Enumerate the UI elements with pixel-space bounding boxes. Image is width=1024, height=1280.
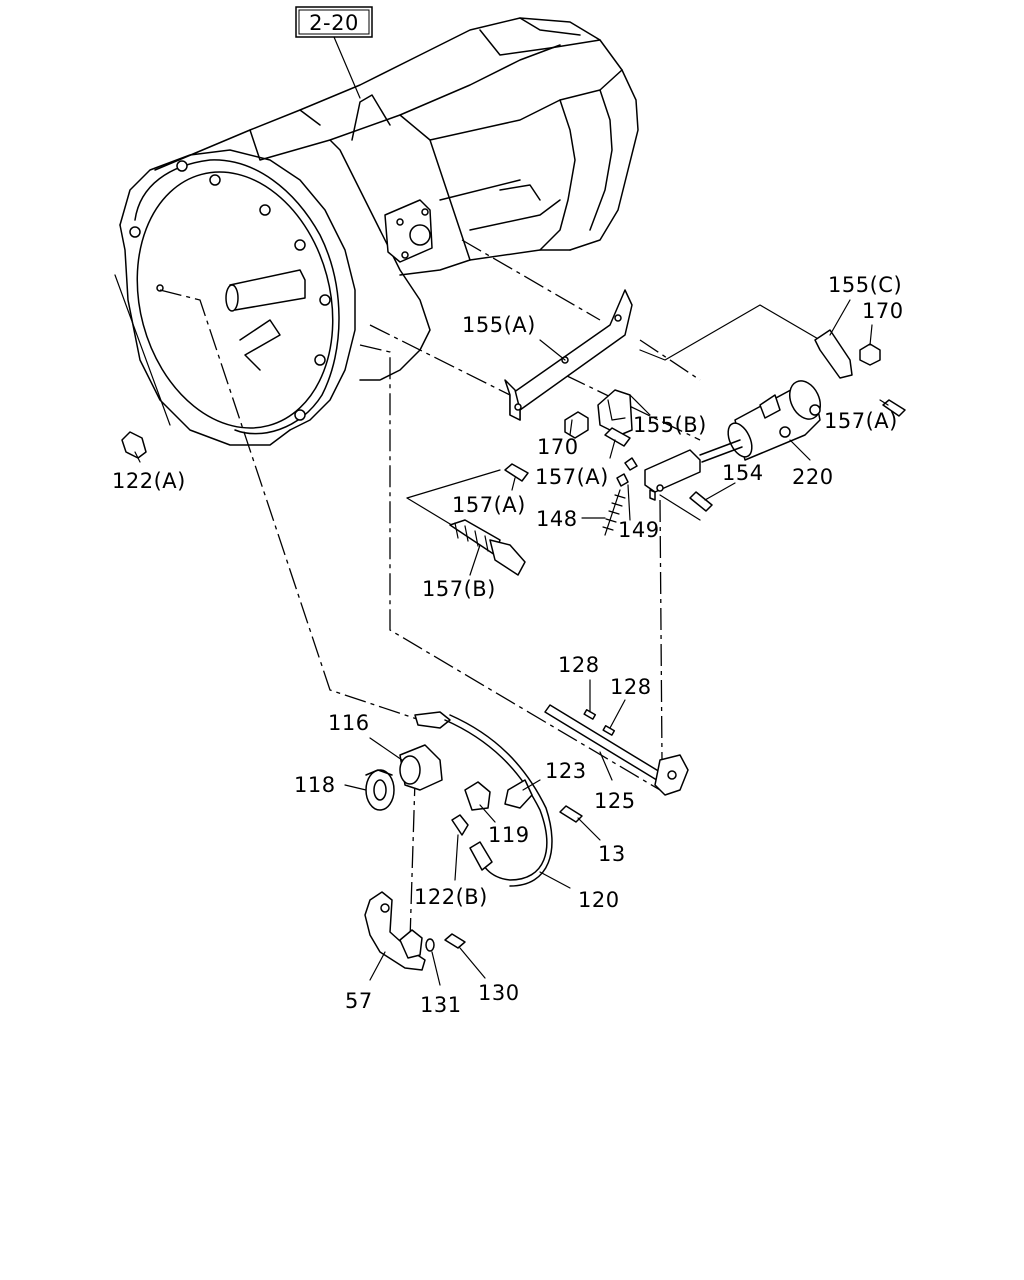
label-125: 125 bbox=[594, 789, 636, 813]
label-149: 149 bbox=[618, 518, 660, 542]
label-123: 123 bbox=[545, 759, 587, 783]
ref-box-label: 2-20 bbox=[309, 11, 359, 35]
label-131: 131 bbox=[420, 993, 462, 1017]
label-119: 119 bbox=[488, 823, 530, 847]
label-leaders bbox=[134, 299, 889, 986]
label-157a-right: 157(A) bbox=[824, 409, 898, 433]
label-157a-center: 157(A) bbox=[535, 465, 609, 489]
label-170-right: 170 bbox=[862, 299, 904, 323]
label-128-left: 128 bbox=[558, 653, 600, 677]
cross-shaft-125 bbox=[544, 704, 689, 796]
label-116: 116 bbox=[328, 711, 370, 735]
bracket-155b bbox=[597, 389, 633, 436]
label-57: 57 bbox=[345, 989, 373, 1013]
air-cylinder-220 bbox=[699, 380, 821, 463]
label-170-left: 170 bbox=[537, 435, 579, 459]
label-155b: 155(B) bbox=[633, 413, 707, 437]
label-130: 130 bbox=[478, 981, 520, 1005]
clutch-release-parts bbox=[364, 711, 583, 971]
label-155c: 155(C) bbox=[828, 273, 902, 297]
label-220: 220 bbox=[792, 465, 834, 489]
label-148: 148 bbox=[536, 507, 578, 531]
transmission-housing bbox=[119, 17, 639, 446]
label-157a-left: 157(A) bbox=[452, 493, 526, 517]
bracket-155c bbox=[814, 329, 853, 379]
label-118: 118 bbox=[294, 773, 336, 797]
bracket-155a bbox=[504, 289, 633, 421]
assembly-leader-lines bbox=[114, 239, 821, 941]
label-120: 120 bbox=[578, 888, 620, 912]
label-13: 13 bbox=[598, 842, 626, 866]
lever-154 bbox=[644, 449, 701, 501]
label-154: 154 bbox=[722, 461, 764, 485]
label-122b: 122(B) bbox=[414, 885, 488, 909]
label-122a: 122(A) bbox=[112, 469, 186, 493]
part-labels: 155(A) 155(B) 155(C) 170 170 157(A) 157(… bbox=[112, 273, 904, 1017]
label-155a: 155(A) bbox=[462, 313, 536, 337]
label-157b: 157(B) bbox=[422, 577, 496, 601]
label-128-right: 128 bbox=[610, 675, 652, 699]
reference-box: 2-20 bbox=[295, 6, 373, 99]
